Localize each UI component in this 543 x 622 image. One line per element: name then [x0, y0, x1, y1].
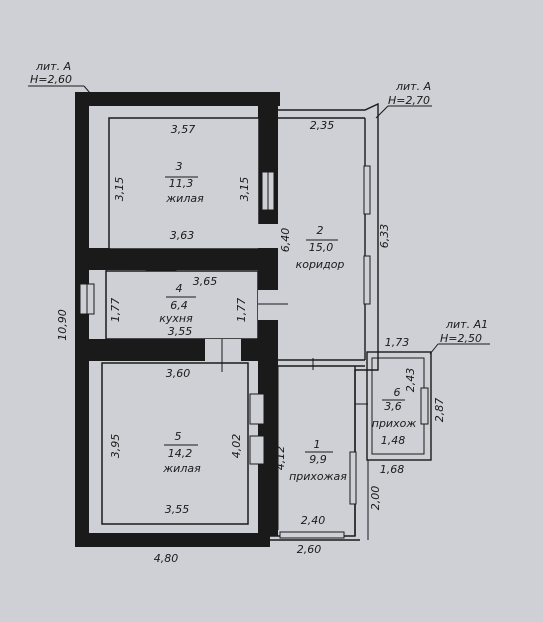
wall-3-4 [89, 248, 258, 270]
svg-text:жилая: жилая [162, 462, 201, 475]
wall-inner-vertical [258, 106, 278, 536]
dim-3-57: 3,57 [171, 123, 196, 136]
door-kitchen-room5 [205, 339, 241, 361]
svg-text:1: 1 [314, 438, 321, 451]
wall-bottom [75, 533, 270, 547]
dim-3-55-bottom: 3,55 [165, 503, 190, 516]
dim-1-77-left: 1,77 [109, 298, 122, 323]
dim-4-12: 4,12 [274, 446, 287, 471]
door-corridor-room3 [258, 224, 278, 248]
svg-text:6: 6 [394, 386, 401, 399]
wall-left [75, 92, 89, 547]
dim-2-35: 2,35 [310, 119, 335, 132]
window-hallway-right [349, 451, 357, 505]
room-4-label: 4 6,4 кухня [159, 282, 196, 325]
guide-lines [28, 85, 490, 540]
dim-3-65: 3,65 [193, 275, 218, 288]
svg-text:2: 2 [317, 224, 324, 237]
svg-text:прихож: прихож [372, 417, 417, 430]
svg-text:3: 3 [176, 160, 183, 173]
dim-6-40: 6,40 [279, 228, 292, 253]
dim-4-80: 4,80 [154, 552, 179, 565]
dim-3-15-left: 3,15 [113, 177, 126, 202]
svg-text:6,4: 6,4 [170, 299, 188, 312]
svg-text:5: 5 [175, 430, 182, 443]
right-block-walls [270, 102, 379, 541]
svg-text:11,3: 11,3 [169, 177, 194, 190]
svg-text:прихожая: прихожая [289, 470, 347, 483]
room-5-label: 5 14,2 жилая [162, 430, 201, 475]
svg-text:жилая: жилая [165, 192, 204, 205]
window-room5-right-2 [249, 435, 265, 465]
room-2-label: 2 15,0 коридор [296, 224, 345, 271]
room-3-label: 3 11,3 жилая [165, 160, 204, 205]
stove [145, 254, 177, 271]
dim-3-95: 3,95 [109, 434, 122, 459]
lit-a-right-height: Н=2,70 [388, 94, 430, 107]
dim-2-00: 2,00 [369, 486, 382, 511]
doors [105, 224, 368, 405]
window-corridor-1 [363, 165, 371, 215]
walls [75, 92, 280, 547]
dim-1-73: 1,73 [385, 336, 410, 349]
window-room5-right [249, 393, 265, 425]
svg-text:4: 4 [176, 282, 183, 295]
dim-2-43: 2,43 [404, 368, 417, 393]
dim-4-02: 4,02 [230, 434, 243, 459]
lit-a-left-height: Н=2,60 [30, 73, 72, 86]
dim-1-48: 1,48 [381, 434, 406, 447]
window-corridor-2 [363, 255, 371, 305]
room-4-floor [105, 270, 259, 340]
dim-1-68: 1,68 [380, 463, 405, 476]
wall-top-left [75, 92, 280, 106]
lit-a1-title: лит. А1 [445, 318, 488, 331]
dim-3-55-top: 3,55 [168, 325, 193, 338]
svg-text:3,6: 3,6 [384, 400, 402, 413]
lit-a-left-title: лит. А [35, 60, 71, 73]
dim-2-40: 2,40 [301, 514, 326, 527]
dim-2-87: 2,87 [433, 398, 446, 423]
dim-1-77-right: 1,77 [235, 298, 248, 323]
window-hallway-bottom [279, 531, 345, 539]
room-6-label: 6 3,6 прихож [372, 386, 417, 430]
dim-3-60: 3,60 [166, 367, 191, 380]
dim-3-15-right: 3,15 [238, 177, 251, 202]
dim-10-90: 10,90 [56, 309, 69, 341]
svg-text:коридор: коридор [296, 258, 345, 271]
svg-text:14,2: 14,2 [168, 447, 193, 460]
dim-2-60: 2,60 [297, 543, 322, 556]
window-annex [420, 387, 429, 425]
lit-a-right-title: лит. А [395, 80, 431, 93]
svg-text:кухня: кухня [159, 312, 193, 325]
dimensions: 3,57 3,15 3,15 3,63 2,35 6,40 6,33 3,6 5 … [56, 119, 446, 565]
door-kitchen-corridor [258, 290, 278, 320]
svg-text:9,9: 9,9 [309, 453, 327, 466]
dim-6-33: 6,33 [378, 224, 391, 249]
windows-left [79, 171, 275, 465]
lit-a1-height: Н=2,50 [440, 332, 482, 345]
dim-3-63: 3,63 [170, 229, 195, 242]
svg-text:15,0: 15,0 [309, 241, 334, 254]
room-3-floor [108, 117, 260, 250]
room-1-label: 1 9,9 прихожая [289, 438, 347, 483]
room-5-floor [101, 362, 249, 525]
